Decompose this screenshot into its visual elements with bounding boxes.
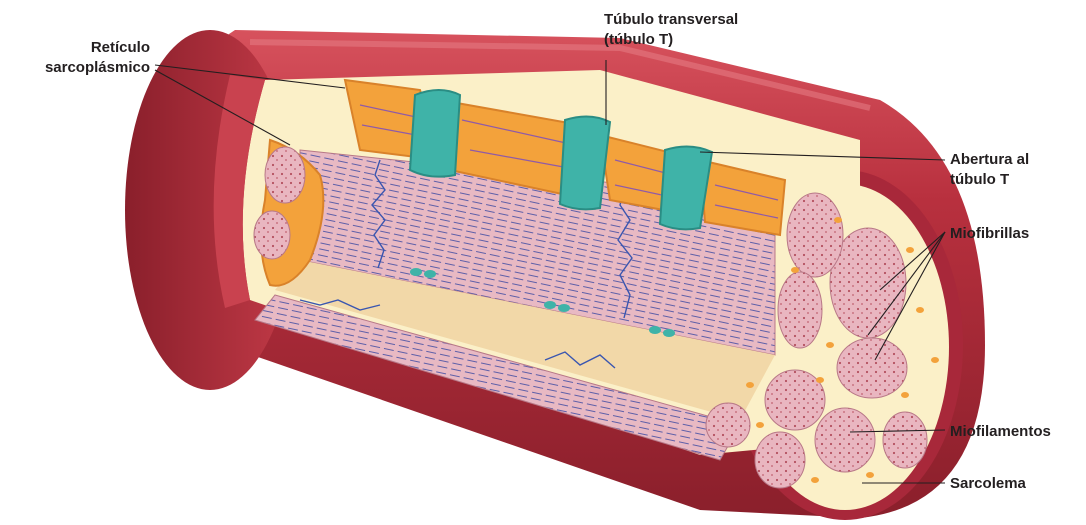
label-myofibrils: Miofibrillas [950,225,1029,242]
label-t-tubule-line2: (túbulo T) [604,31,673,48]
label-reticulum-line2: sarcoplásmico [45,59,150,76]
label-reticulum-line1: Retículo [91,39,150,56]
t-tubule-opening-dot [410,268,422,276]
t-tubule-opening-dot [558,304,570,312]
label-myofilaments: Miofilamentos [950,423,1051,440]
t-tubule-opening-dot [663,329,675,337]
t-tubule-opening-dot [544,301,556,309]
t-tubule-opening-dot [424,270,436,278]
label-t-tubule-line1: Túbulo transversal [604,11,738,28]
label-opening-line1: Abertura al [950,151,1029,168]
t-tubule-opening-dot [649,326,661,334]
label-sarcolemma: Sarcolema [950,475,1027,492]
label-opening-line2: túbulo T [950,171,1009,188]
